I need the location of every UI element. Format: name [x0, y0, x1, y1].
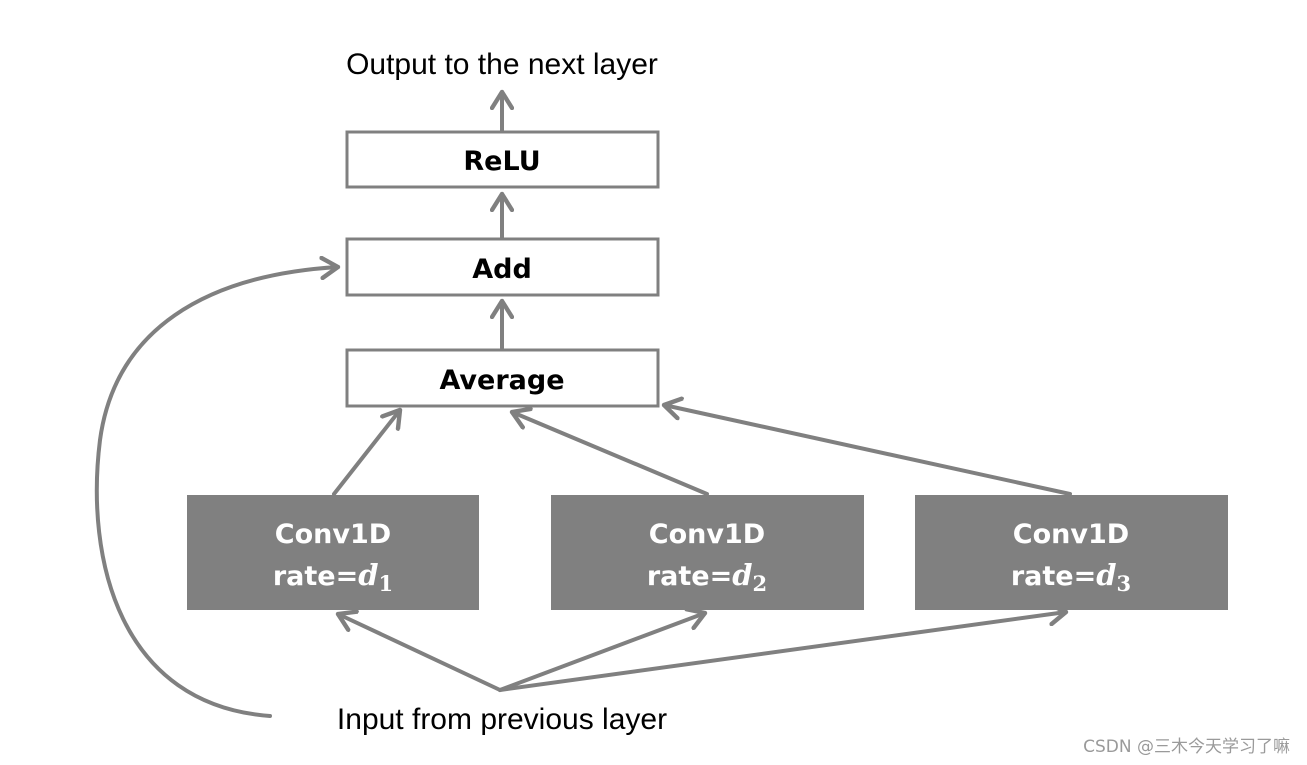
- conv1d-block-1: Conv1D rate=d1: [187, 495, 479, 610]
- average-label: Average: [439, 365, 564, 396]
- conv1d-rate: rate=d1: [273, 558, 393, 596]
- relu-node: ReLU: [345, 130, 660, 189]
- conv1d-title: Conv1D: [1013, 519, 1129, 550]
- edge-input-to-conv2: [498, 613, 705, 692]
- edge-input-to-conv3: [498, 612, 1066, 692]
- watermark: CSDN @三木今天学习了嘛: [1083, 737, 1290, 757]
- add-node: Add: [345, 237, 660, 297]
- edge-skip-input-to-add: [94, 267, 338, 718]
- relu-label: ReLU: [463, 146, 540, 177]
- conv1d-title: Conv1D: [649, 519, 765, 550]
- edge-conv2-to-average: [512, 412, 709, 496]
- average-node: Average: [345, 348, 660, 408]
- add-label: Add: [472, 254, 532, 285]
- conv1d-rate: rate=d3: [1011, 558, 1131, 596]
- conv1d-rate: rate=d2: [647, 558, 767, 596]
- conv1d-block-2: Conv1D rate=d2: [551, 495, 864, 610]
- conv1d-title: Conv1D: [275, 519, 391, 550]
- input-label: Input from previous layer: [337, 703, 667, 736]
- output-label: Output to the next layer: [346, 48, 658, 81]
- edge-conv1-to-average: [332, 410, 400, 496]
- conv1d-block-3: Conv1D rate=d3: [915, 495, 1228, 610]
- edge-conv3-to-average: [664, 405, 1072, 496]
- edge-input-to-conv1: [338, 614, 502, 692]
